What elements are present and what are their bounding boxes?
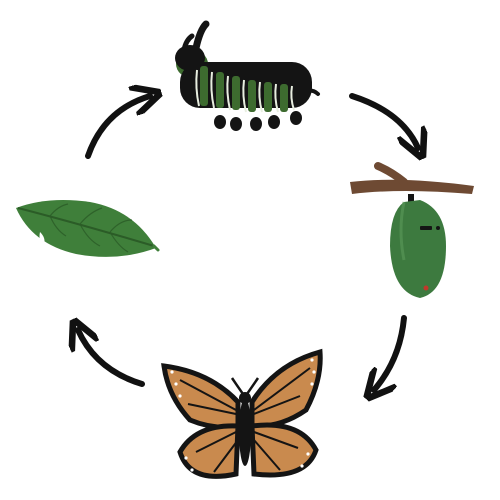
monarch-butterfly-icon xyxy=(161,348,323,479)
arrow-butterfly-to-leaf xyxy=(78,330,145,387)
chrysalis-icon xyxy=(350,162,474,298)
arrow-chrysalis-to-butterfly xyxy=(374,315,407,390)
milkweed-leaf-icon xyxy=(16,200,160,257)
arrow-leaf-to-caterpillar xyxy=(85,96,150,159)
caterpillar-icon xyxy=(175,20,320,131)
arrow-caterpillar-to-chrysalis xyxy=(349,93,418,148)
